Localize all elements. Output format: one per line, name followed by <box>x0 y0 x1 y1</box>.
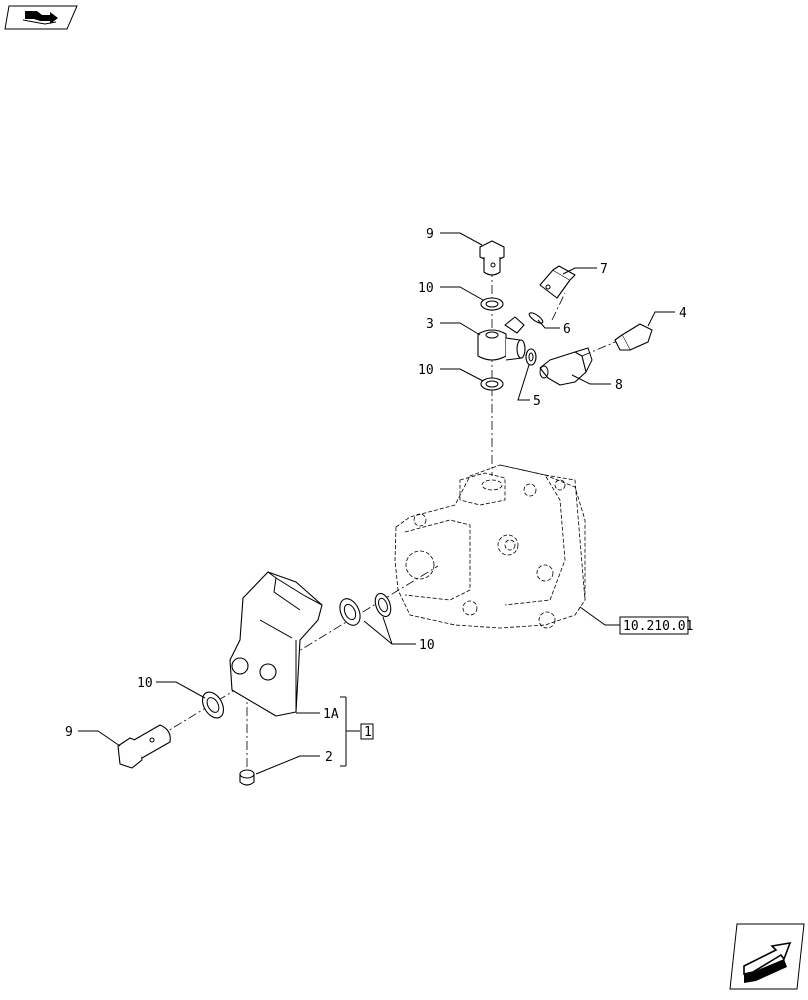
callout-9-bottom: 9 <box>65 725 73 740</box>
next-page-arrow-icon[interactable] <box>729 923 805 990</box>
callout-4: 4 <box>679 306 687 321</box>
callout-1A: 1A <box>323 707 339 722</box>
callout-6: 6 <box>563 322 571 337</box>
callout-3: 3 <box>426 317 434 332</box>
callout-2: 2 <box>325 750 333 765</box>
part-9-banjo-bolt-bottom <box>117 724 171 769</box>
callout-8: 8 <box>615 378 623 393</box>
book-with-arrow-icon[interactable] <box>4 5 78 30</box>
cross-reference-number[interactable]: 10.210.01 <box>623 619 693 634</box>
part-8-elbow <box>539 347 593 386</box>
part-10-washer-a <box>480 297 504 311</box>
part-4-union <box>614 323 653 351</box>
callout-5: 5 <box>533 394 541 409</box>
part-2-plug <box>239 769 255 786</box>
callout-9-top: 9 <box>426 227 434 242</box>
part-6-o-ring <box>528 312 544 324</box>
part-9-banjo-bolt-top <box>479 240 505 276</box>
part-10-washer-e <box>201 691 225 719</box>
cross-reference-box[interactable] <box>619 616 689 635</box>
callout-10-d: 10 <box>137 676 153 691</box>
part-10-washer-c <box>339 598 361 626</box>
callout-7: 7 <box>600 262 608 277</box>
group-reference-box <box>360 723 374 740</box>
leader-lines <box>78 232 675 775</box>
part-3-banjo-fitting <box>477 316 526 361</box>
pump-housing <box>394 464 586 629</box>
callout-10-a: 10 <box>418 281 434 296</box>
part-5-o-ring <box>525 348 537 366</box>
part-10-washer-d <box>374 592 392 618</box>
callout-10-c: 10 <box>419 638 435 653</box>
group-reference-number: 1 <box>364 725 372 740</box>
part-10-washer-b <box>480 377 504 391</box>
callout-10-b: 10 <box>418 363 434 378</box>
part-1A-bracket <box>229 571 323 717</box>
